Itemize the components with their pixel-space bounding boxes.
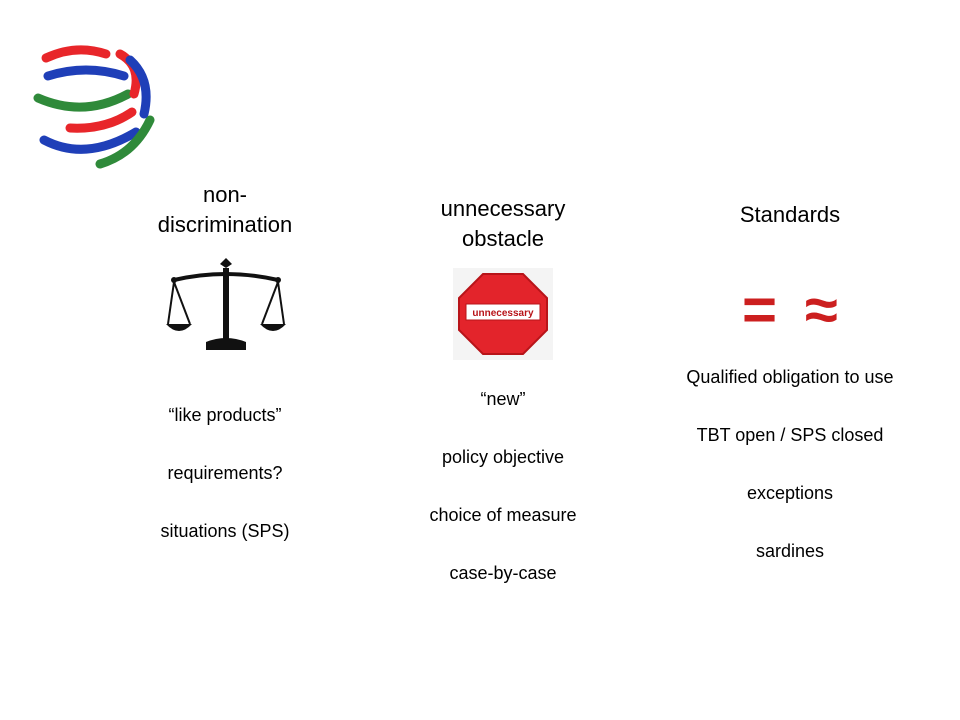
title-line: obstacle bbox=[462, 226, 544, 251]
list-item: exceptions bbox=[746, 483, 834, 503]
list-item: situations (SPS) bbox=[160, 521, 290, 541]
column-title: unnecessary obstacle bbox=[378, 194, 628, 254]
title-line: discrimination bbox=[157, 212, 293, 237]
title-line: non- bbox=[202, 182, 248, 207]
equals-symbol: = bbox=[742, 276, 778, 343]
list-item: choice of measure bbox=[429, 505, 577, 525]
title-line: Standards bbox=[739, 202, 841, 227]
symbols: =≈ bbox=[620, 280, 960, 340]
list-item: policy objective bbox=[441, 447, 565, 467]
column-standards: Standards =≈ Qualified obligation to use… bbox=[620, 200, 960, 580]
column-title: non- discrimination bbox=[100, 180, 350, 240]
list-item: sardines bbox=[755, 541, 825, 561]
list-item: case-by-case bbox=[449, 563, 557, 583]
stop-sign-text: unnecessary bbox=[472, 308, 534, 319]
list-item: TBT open / SPS closed bbox=[696, 425, 884, 445]
column-unnecessary-obstacle: unnecessary obstacle unnecessary “new” p… bbox=[378, 194, 628, 594]
scales-icon bbox=[166, 258, 286, 350]
list-item: Qualified obligation to use bbox=[686, 367, 894, 387]
column-non-discrimination: non- discrimination “like products” requ… bbox=[100, 180, 350, 560]
wto-logo bbox=[33, 45, 155, 169]
approx-symbol: ≈ bbox=[805, 276, 838, 343]
list-item: “like products” bbox=[168, 405, 282, 425]
list-item: “new” bbox=[480, 389, 526, 409]
list-item: requirements? bbox=[167, 463, 283, 483]
title-line: unnecessary bbox=[440, 196, 566, 221]
column-title: Standards bbox=[620, 200, 960, 230]
stop-sign-icon: unnecessary bbox=[453, 268, 553, 360]
